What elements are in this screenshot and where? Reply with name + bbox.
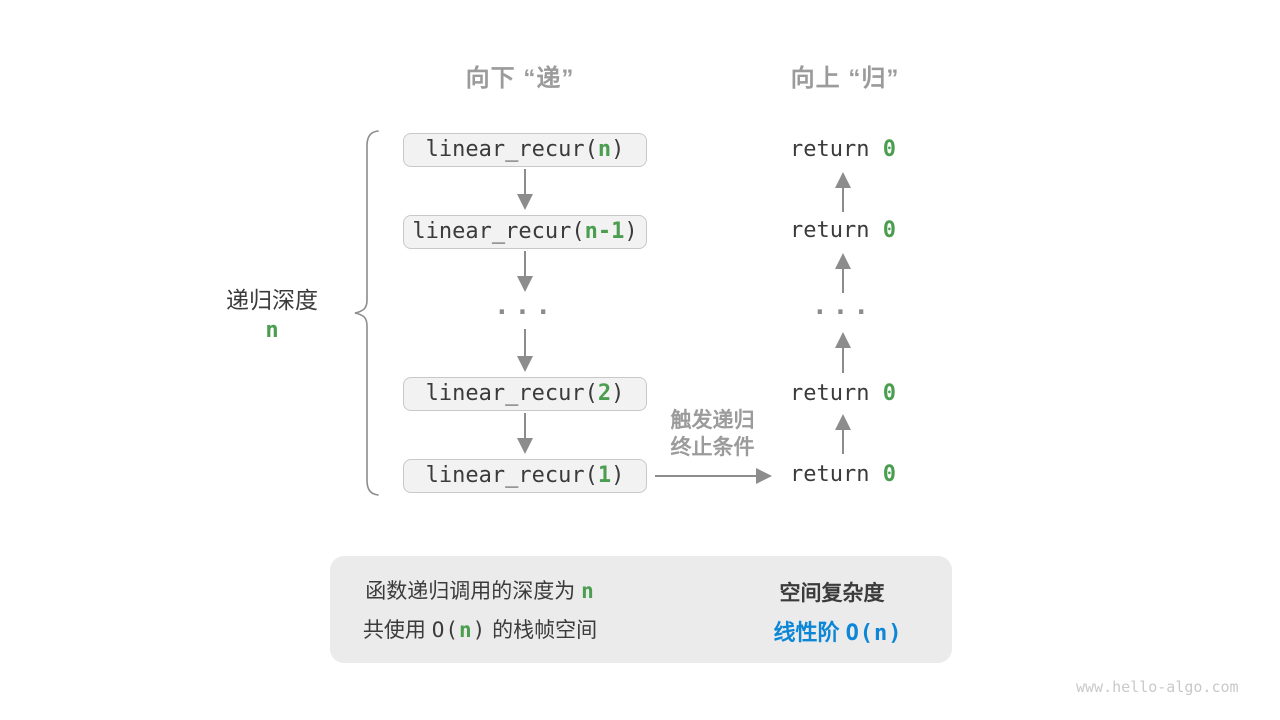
call-box-n-1: linear_recur(n-1) <box>403 215 647 249</box>
trigger-label: 触发递归 终止条件 <box>640 407 785 461</box>
returns-ellipsis: ... <box>812 291 874 321</box>
depth-value: n <box>265 318 279 343</box>
space-complexity-title: 空间复杂度 <box>779 582 885 605</box>
call-box-n: linear_recur(n) <box>403 133 647 167</box>
return-row: return 0 <box>790 462 896 487</box>
call-stack-ellipsis: ... <box>494 291 556 321</box>
header-return-up: 向上 “归” <box>790 65 900 92</box>
watermark: www.hello-algo.com <box>1076 678 1239 696</box>
trigger-label-line2: 终止条件 <box>670 436 755 459</box>
return-row: return 0 <box>790 137 896 162</box>
call-box-1: linear_recur(1) <box>403 459 647 493</box>
return-row: return 0 <box>790 218 896 243</box>
summary-panel <box>330 556 952 663</box>
depth-label: 递归深度 <box>226 287 318 313</box>
space-complexity-result: 线性阶 O(n) <box>773 620 903 646</box>
summary-line1: 函数递归调用的深度为 n <box>365 579 595 603</box>
header-recurse-down: 向下 “递” <box>465 65 575 92</box>
call-box-2: linear_recur(2) <box>403 377 647 411</box>
summary-line2: 共使用 O(n) 的栈帧空间 <box>362 618 598 642</box>
return-row: return 0 <box>790 381 896 406</box>
depth-brace-icon <box>354 130 379 496</box>
trigger-label-line1: 触发递归 <box>670 409 755 432</box>
